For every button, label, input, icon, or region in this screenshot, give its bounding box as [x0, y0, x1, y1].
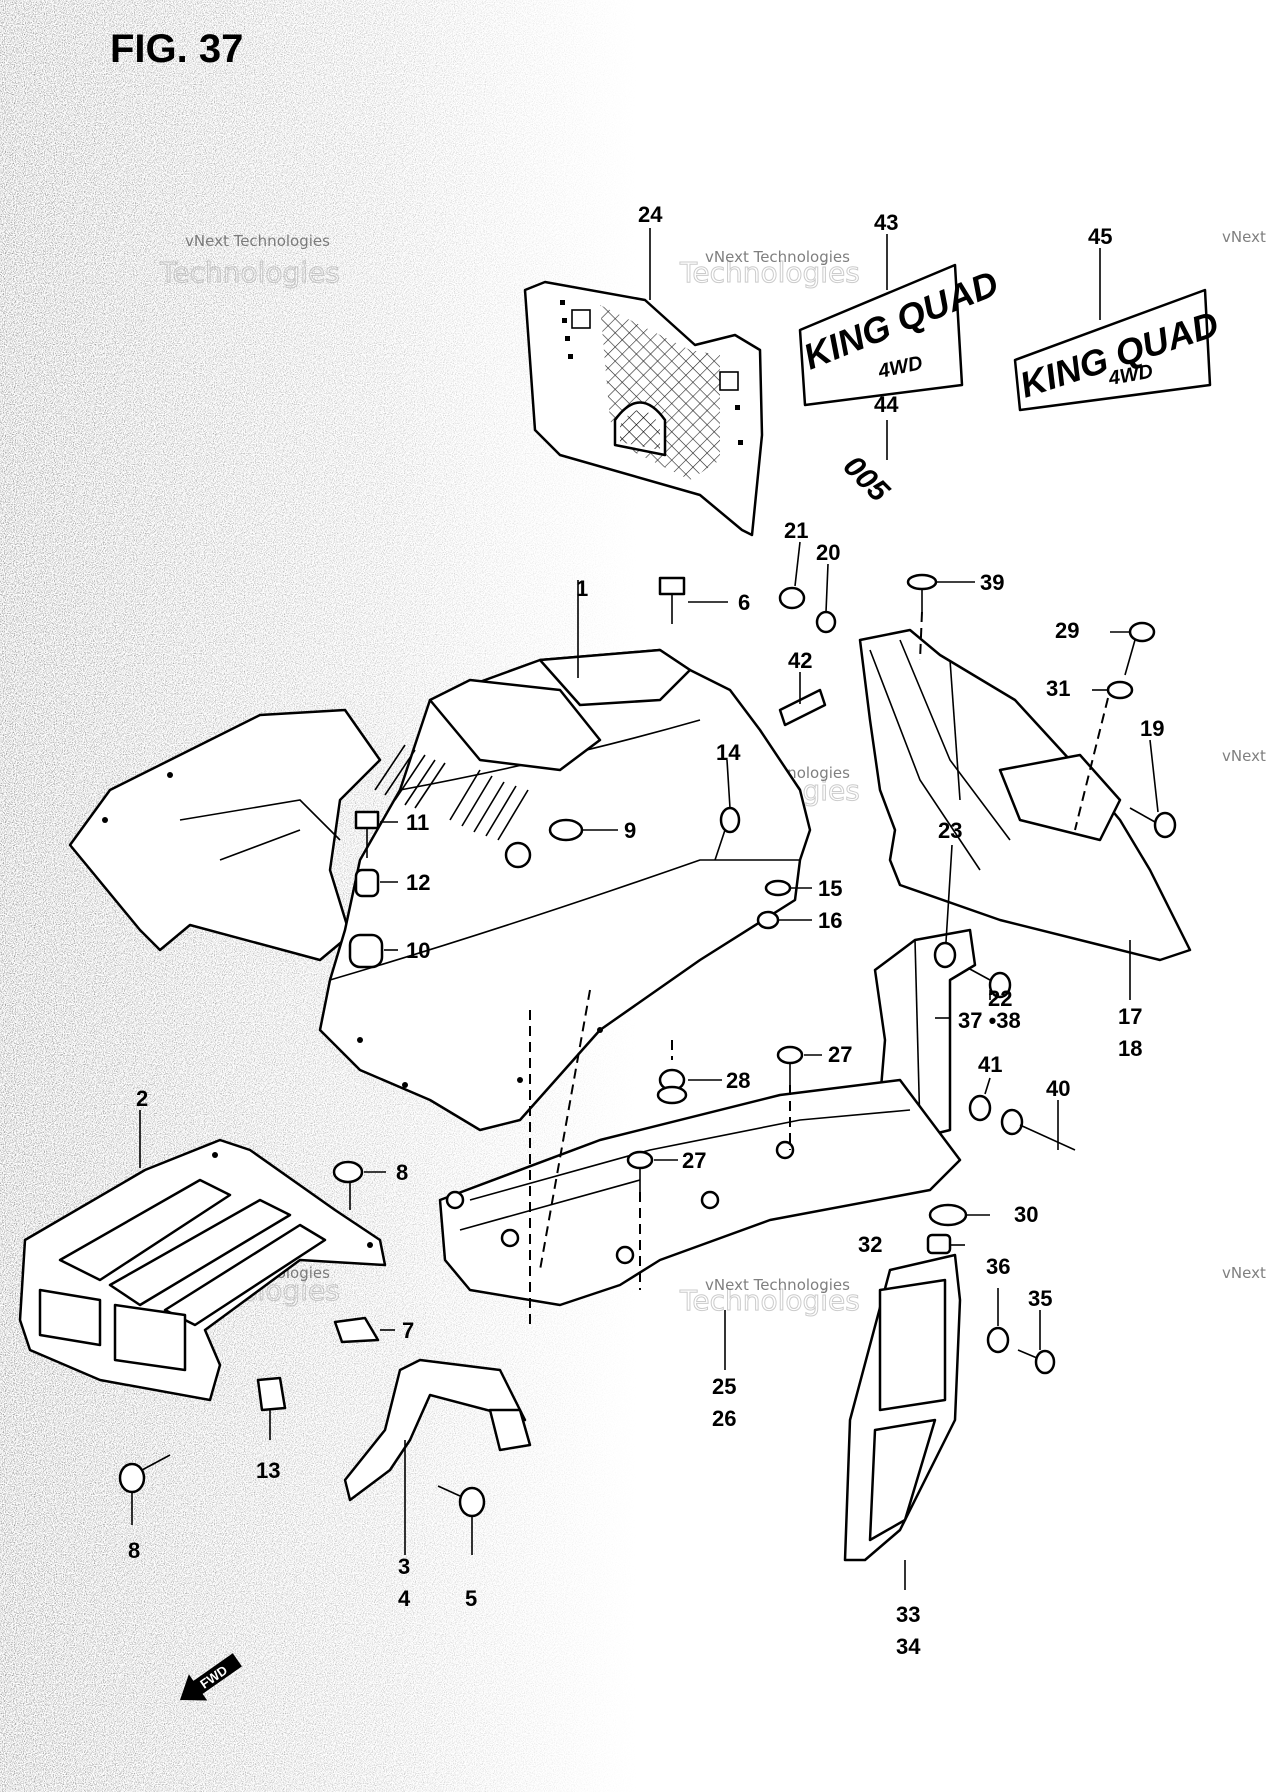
callout-3: 3	[398, 1554, 410, 1579]
callout-40: 40	[1046, 1076, 1070, 1101]
watermark-3: vNext	[1222, 228, 1266, 246]
callout-18: 18	[1118, 1036, 1142, 1061]
watermark-big-6: Technologies	[679, 1284, 860, 1317]
callout-32: 32	[858, 1232, 882, 1257]
washer-31	[1106, 680, 1134, 700]
callout-4: 4	[398, 1586, 411, 1611]
watermark-big-1: Technologies	[159, 256, 340, 289]
nut-30	[928, 1203, 968, 1227]
callout-22: 22	[988, 986, 1012, 1011]
cushion-10	[348, 933, 384, 969]
grommet-9	[548, 818, 584, 842]
callout-10: 10	[406, 938, 430, 963]
clip-7	[333, 1316, 380, 1344]
fasteners	[118, 573, 1177, 1518]
bolt-19	[1129, 807, 1177, 839]
callout-45: 45	[1088, 224, 1112, 249]
callout-2: 2	[136, 1086, 148, 1111]
callout-27a: 27	[828, 1042, 852, 1067]
callout-7: 7	[402, 1318, 414, 1343]
front-fender	[68, 648, 812, 1132]
callout-13: 13	[256, 1458, 280, 1483]
clip-13	[256, 1376, 287, 1412]
callout-20: 20	[816, 540, 840, 565]
front-grille-panel	[523, 280, 764, 537]
callout-36: 36	[986, 1254, 1010, 1279]
callout-31: 31	[1046, 676, 1070, 701]
callout-19: 19	[1140, 716, 1164, 741]
callout-21: 21	[784, 518, 808, 543]
callout-24: 24	[638, 202, 663, 227]
front-rack-cover	[18, 1138, 387, 1402]
washer-20	[815, 610, 837, 634]
clip-42	[778, 688, 827, 727]
bolt-22	[967, 967, 1012, 999]
watermark-9: vNext	[1222, 1264, 1266, 1282]
washer-36	[986, 1326, 1010, 1354]
right-fender-flap	[858, 628, 1192, 962]
callout-33: 33	[896, 1602, 920, 1627]
callout-42: 42	[788, 648, 812, 673]
bolt-27a	[776, 1045, 804, 1085]
callout-12: 12	[406, 870, 430, 895]
callout-27b: 27	[682, 1148, 706, 1173]
fender-vents	[374, 744, 529, 841]
callout-9: 9	[624, 818, 636, 843]
watermark-6: vNext	[1222, 747, 1266, 765]
watermark-8: vNext Technologies	[705, 1276, 850, 1294]
callout-37-38: 37 •38	[958, 1008, 1021, 1033]
callout-16: 16	[818, 908, 842, 933]
callout-6: 6	[738, 590, 750, 615]
washer-23	[933, 941, 957, 969]
collar-12	[354, 868, 380, 898]
assembly-lines	[529, 611, 1109, 1330]
callout-15: 15	[818, 876, 842, 901]
callout-41: 41	[978, 1052, 1002, 1077]
clip-32	[926, 1233, 952, 1255]
callout-35: 35	[1028, 1286, 1052, 1311]
nut-15	[764, 879, 792, 897]
callout-26: 26	[712, 1406, 736, 1431]
callout-14: 14	[716, 740, 741, 765]
callout-23: 23	[938, 818, 962, 843]
rivet-40	[1000, 1108, 1076, 1151]
bolt-8b	[118, 1454, 171, 1494]
callout-34: 34	[896, 1634, 921, 1659]
callout-11: 11	[406, 810, 429, 835]
mounting-bracket	[343, 1358, 532, 1502]
figure-title: FIG. 37	[110, 27, 243, 71]
callout-1: 1	[576, 576, 588, 601]
callout-8b: 8	[128, 1538, 140, 1563]
callout-43: 43	[874, 210, 898, 235]
bolt-8a	[332, 1160, 364, 1210]
callout-39: 39	[980, 570, 1004, 595]
callout-29: 29	[1055, 618, 1079, 643]
washer-41	[968, 1094, 992, 1122]
nut-21	[778, 586, 806, 610]
callout-44: 44	[874, 392, 899, 417]
callout-8a: 8	[396, 1160, 408, 1185]
clip-16	[756, 910, 780, 930]
callout-labels: 1 2 3 4 5 6 7 8 8 9 10 11 12 13 14 15 16…	[128, 202, 1164, 1659]
leader-lines	[131, 228, 1159, 1590]
screw-14	[714, 806, 741, 861]
callout-17: 17	[1118, 1004, 1142, 1029]
side-panel	[843, 1253, 962, 1562]
callout-25: 25	[712, 1374, 736, 1399]
callout-30: 30	[1014, 1202, 1038, 1227]
bolt-6	[658, 576, 686, 624]
watermark-1: vNext Technologies	[185, 232, 330, 250]
callout-28: 28	[726, 1068, 750, 1093]
lower-frame-brace	[438, 1078, 962, 1307]
grommet-28	[656, 1068, 688, 1105]
screw-35	[1017, 1349, 1056, 1375]
watermark-big-2: Technologies	[679, 256, 860, 289]
bolt-11	[354, 810, 380, 858]
bolt-27b	[626, 1150, 654, 1192]
callout-5: 5	[465, 1586, 477, 1611]
watermark-2: vNext Technologies	[705, 248, 850, 266]
